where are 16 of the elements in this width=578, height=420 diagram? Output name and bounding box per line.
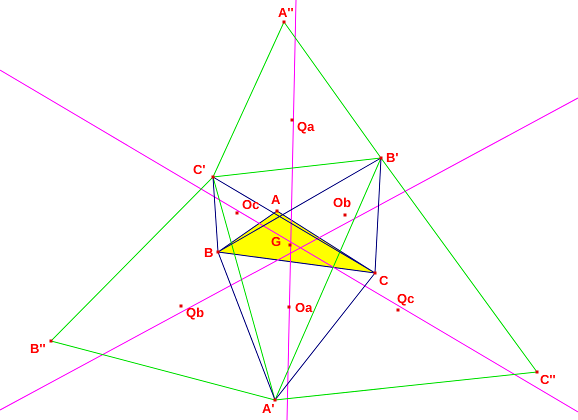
point-label: B (204, 246, 214, 260)
point-label: G (271, 235, 282, 249)
point-label: C' (193, 163, 206, 177)
point-label: Oc (242, 198, 260, 212)
point-label: B' (386, 151, 398, 165)
point-label: A' (262, 402, 274, 416)
point-label: Ob (333, 196, 352, 210)
point-label: A (271, 193, 280, 207)
point-label: A'' (278, 6, 294, 20)
point-label: C (379, 274, 388, 288)
point-label: C'' (540, 373, 556, 387)
point-label: Oa (295, 301, 312, 315)
point-label: Qb (186, 306, 204, 320)
point-label: B'' (30, 342, 46, 356)
point-label: Qa (297, 120, 314, 134)
point-label: Qc (397, 292, 414, 306)
